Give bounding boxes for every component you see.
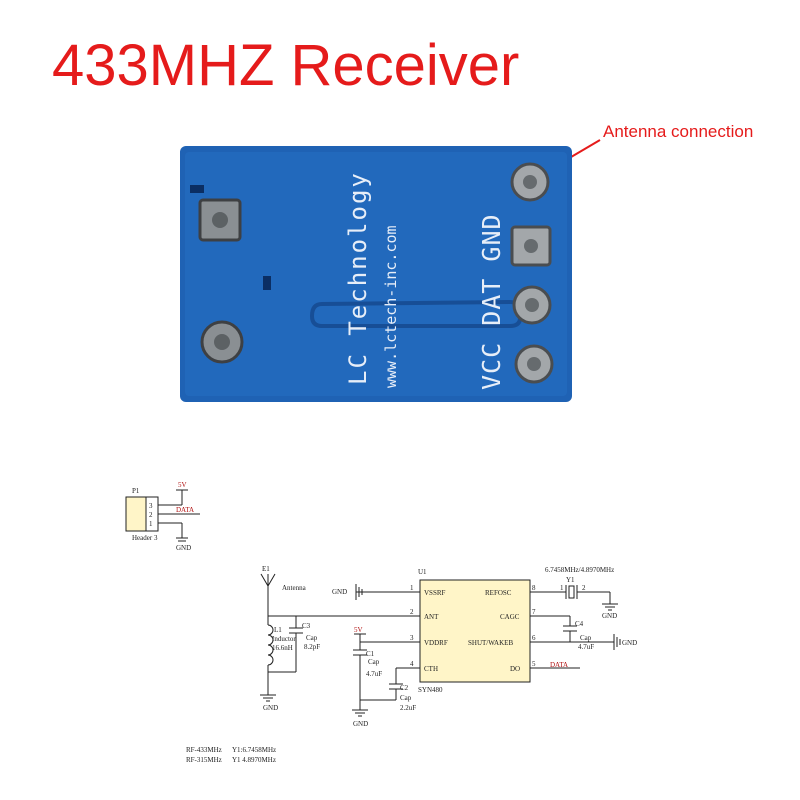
antenna-symbol bbox=[260, 573, 276, 616]
note-433-text: Y1:6.7458MHz bbox=[232, 746, 276, 754]
ic-pin-1-num: 1 bbox=[410, 584, 414, 592]
schematic bbox=[125, 489, 621, 717]
gnd-symbol-vssrf bbox=[355, 584, 420, 600]
crystal-y1 bbox=[560, 585, 618, 611]
board-brand: LC Technology bbox=[344, 171, 372, 385]
header-ref: P1 bbox=[132, 487, 140, 495]
c4-value: 4.7uF bbox=[578, 643, 594, 651]
y1-pin-2: 2 bbox=[582, 584, 586, 592]
capacitor-c1 bbox=[353, 649, 367, 710]
note-433-band: RF-433MHz bbox=[186, 746, 222, 754]
c3-value: 8.2pF bbox=[304, 643, 320, 651]
inductor-l1 bbox=[267, 616, 296, 695]
c1-ref: C1 bbox=[366, 650, 375, 658]
gnd-symbol-l1 bbox=[260, 694, 276, 702]
gnd-label-y1: GND bbox=[602, 612, 617, 620]
board-pin-labels: VCC DAT GND bbox=[477, 213, 506, 390]
l1-type: Inductor bbox=[272, 635, 296, 643]
antenna-ref: E1 bbox=[262, 565, 270, 573]
y1-freq: 6.7458MHz/4.8970MHz bbox=[545, 566, 614, 574]
ic-part: SYN480 bbox=[418, 686, 443, 694]
data-out-label: DATA bbox=[550, 661, 568, 669]
ic-pin-5-num: 5 bbox=[532, 660, 536, 668]
ic-u1 bbox=[419, 579, 600, 683]
c2-ref: C2 bbox=[400, 684, 409, 692]
round-pad bbox=[200, 320, 244, 364]
capacitor-c4 bbox=[560, 615, 577, 642]
antenna-pin bbox=[510, 162, 550, 202]
c1-type: Cap bbox=[368, 658, 380, 666]
gnd-symbol-right bbox=[600, 634, 621, 650]
header-p1 bbox=[125, 489, 200, 542]
header-data: DATA bbox=[176, 506, 194, 514]
c3-type: Cap bbox=[306, 634, 318, 642]
header-pin-3: 3 bbox=[149, 502, 153, 510]
ic-pin-1-name: VSSRF bbox=[424, 589, 446, 597]
header-pin-2: 2 bbox=[149, 511, 153, 519]
gnd-arrow-label: GND bbox=[332, 588, 347, 596]
c3-ref: C3 bbox=[302, 622, 311, 630]
ic-pin-8-name: REFOSC bbox=[485, 589, 512, 597]
c4-ref: C4 bbox=[575, 620, 584, 628]
l1-value: 16.6nH bbox=[272, 644, 293, 652]
ic-pin-4-name: CTH bbox=[424, 665, 438, 673]
capacitor-c2 bbox=[360, 667, 420, 701]
square-pad bbox=[198, 198, 242, 242]
gnd-label-right: GND bbox=[622, 639, 637, 647]
header-name: Header 3 bbox=[132, 534, 158, 542]
header-pin-1: 1 bbox=[149, 520, 153, 528]
ic-pin-8-num: 8 bbox=[532, 584, 536, 592]
ic-pin-4-num: 4 bbox=[410, 660, 414, 668]
pcb-board: LC Technology www.lctech-inc.com VCC DAT… bbox=[180, 146, 572, 402]
vcc-pin bbox=[514, 344, 554, 384]
c2-value: 2.2uF bbox=[400, 704, 416, 712]
ic-pin-7-name: CAGC bbox=[500, 613, 520, 621]
ic-pin-7-num: 7 bbox=[532, 608, 536, 616]
ic-ref: U1 bbox=[418, 568, 427, 576]
antenna-connection-label: Antenna connection bbox=[603, 122, 754, 141]
page-title: 433MHZ Receiver bbox=[52, 33, 520, 98]
schematic-labels: P1 3 2 1 Header 3 5V DATA GND E1 Antenna… bbox=[132, 481, 637, 764]
gnd-label-c1: GND bbox=[353, 720, 368, 728]
note-315-band: RF-315MHz bbox=[186, 756, 222, 764]
c1-value: 4.7uF bbox=[366, 670, 382, 678]
ic-pin-6-num: 6 bbox=[532, 634, 536, 642]
ic-pin-5-name: DO bbox=[510, 665, 520, 673]
ic-pin-3-name: VDDRF bbox=[424, 639, 448, 647]
capacitor-c3 bbox=[289, 616, 303, 672]
ic-pin-2-num: 2 bbox=[410, 608, 414, 616]
antenna-label: Antenna bbox=[282, 584, 307, 592]
c2-type: Cap bbox=[400, 694, 412, 702]
ic-pin-3-num: 3 bbox=[410, 634, 414, 642]
board-url: www.lctech-inc.com bbox=[382, 225, 400, 388]
note-315-text: Y1 4.8970MHz bbox=[232, 756, 276, 764]
ic-pin-2-name: ANT bbox=[424, 613, 439, 621]
header-5v: 5V bbox=[178, 481, 187, 489]
l1-ref: L1 bbox=[274, 626, 282, 634]
vddrf-5v: 5V bbox=[354, 626, 363, 634]
c4-type: Cap bbox=[580, 634, 592, 642]
dat-pin bbox=[512, 285, 552, 325]
gnd-symbol-c1 bbox=[352, 709, 368, 717]
gnd-label-l1: GND bbox=[263, 704, 278, 712]
header-gnd: GND bbox=[176, 544, 191, 552]
y1-pin-1: 1 bbox=[560, 584, 564, 592]
y1-ref: Y1 bbox=[566, 576, 575, 584]
vddrf-net bbox=[354, 633, 420, 650]
gnd-pin bbox=[510, 225, 552, 267]
ic-pin-6-name: SHUT/WAKEB bbox=[468, 639, 513, 647]
